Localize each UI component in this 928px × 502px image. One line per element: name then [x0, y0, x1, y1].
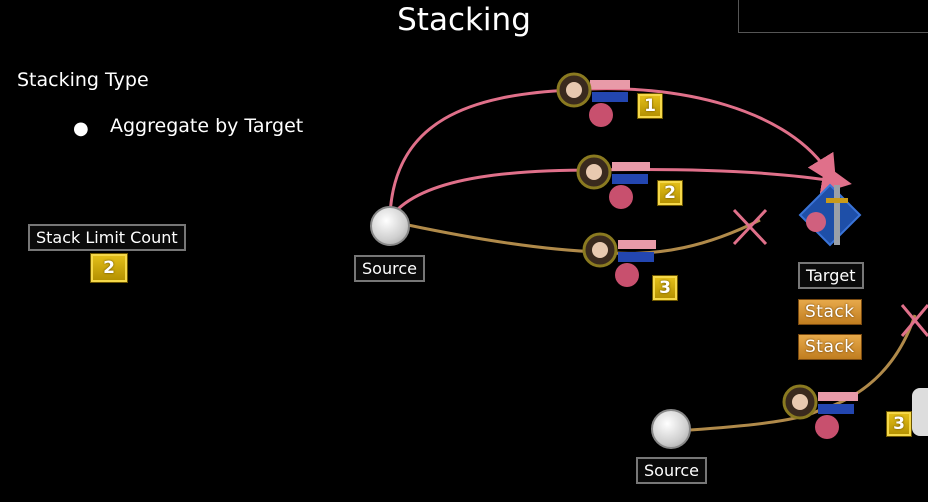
order-badge-2: 2 [657, 180, 683, 206]
effect-node-4 [782, 384, 858, 439]
stack-limit-badge: 2 [90, 253, 128, 283]
stack-tag-2: Stack [798, 334, 862, 360]
effect-node-1 [556, 72, 630, 127]
stacking-type-heading: Stacking Type [17, 69, 149, 91]
source-node-2 [651, 409, 691, 449]
effect-node-2 [576, 154, 650, 209]
source-label-1: Source [354, 255, 425, 282]
order-badge-4: 3 [886, 411, 912, 437]
bullet-point: ● [73, 118, 89, 139]
source-label-2: Source [636, 457, 707, 484]
stack-tag-1: Stack [798, 299, 862, 325]
page-title: Stacking [397, 2, 531, 38]
offscreen-panel-edge [912, 388, 928, 436]
stack-limit-label: Stack Limit Count [28, 224, 186, 251]
target-icon [798, 183, 862, 247]
effect-node-3 [582, 232, 656, 287]
corner-frame [738, 0, 928, 33]
source-node-1 [370, 206, 410, 246]
order-badge-1: 1 [637, 93, 663, 119]
stacking-type-value: Aggregate by Target [110, 115, 304, 137]
reject-x-icon [900, 304, 928, 337]
target-label: Target [798, 262, 864, 289]
order-badge-3: 3 [652, 275, 678, 301]
reject-x-icon [732, 208, 768, 246]
